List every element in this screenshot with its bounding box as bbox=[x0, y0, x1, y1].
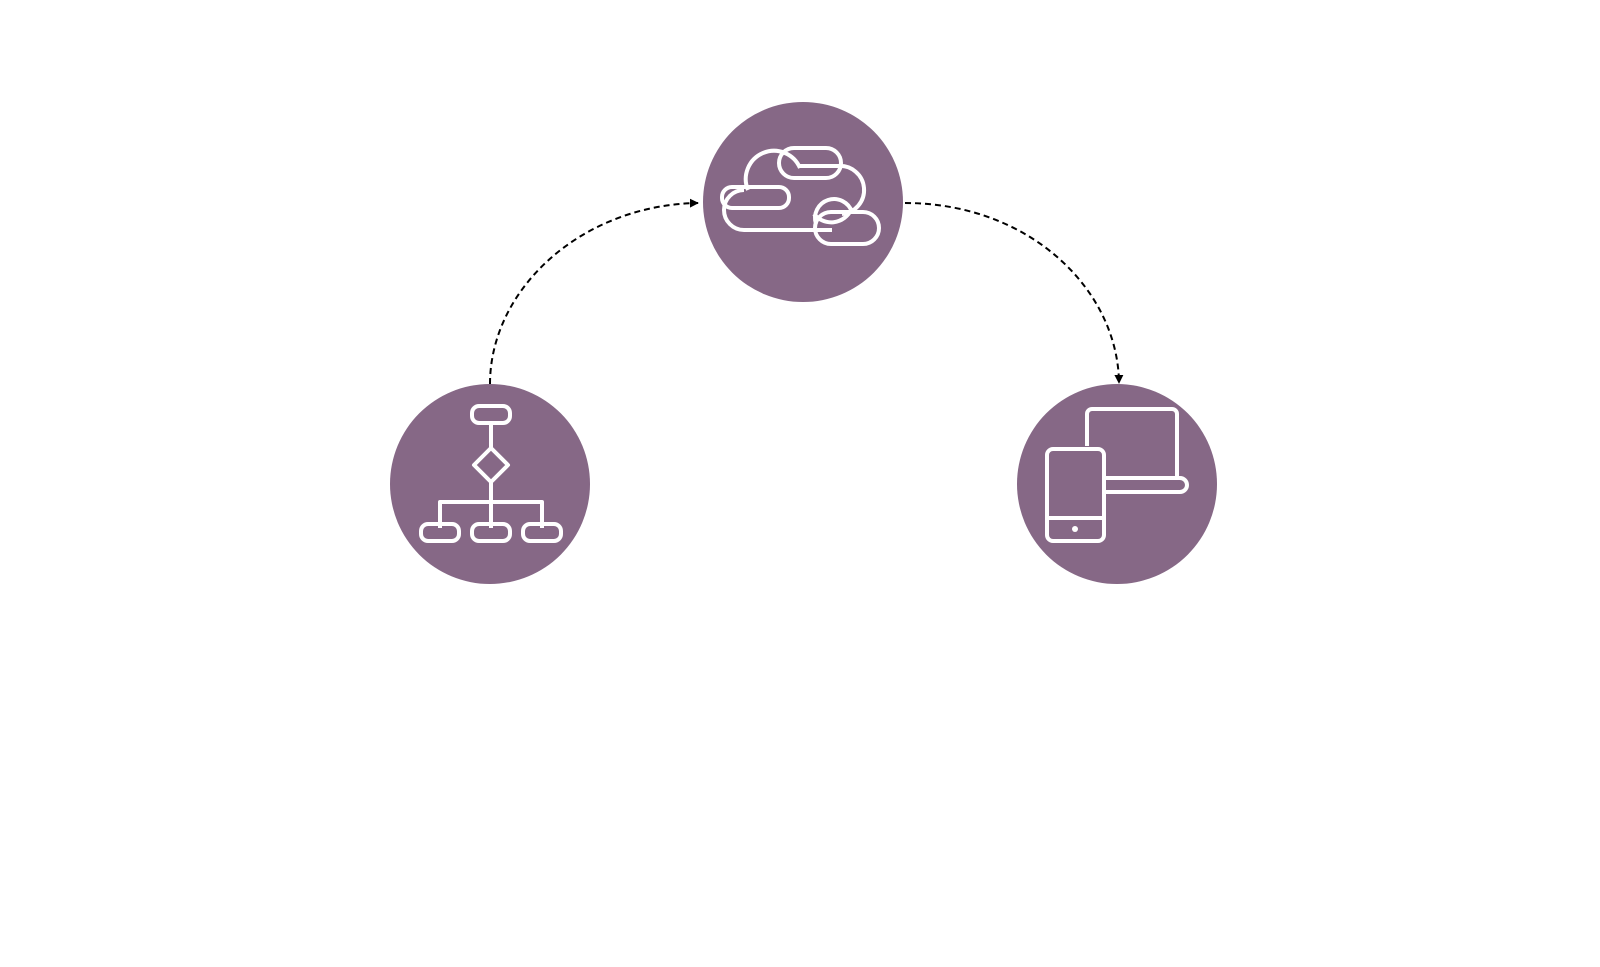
node-process[interactable] bbox=[390, 384, 590, 584]
node-cloud[interactable] bbox=[703, 102, 903, 302]
node-cloud-circle[interactable] bbox=[703, 102, 903, 302]
node-devices[interactable] bbox=[1017, 384, 1217, 584]
flowchart-icon bbox=[419, 404, 563, 543]
cloud-icon bbox=[720, 146, 881, 246]
connector-process-to-cloud[interactable] bbox=[489, 198, 699, 385]
connector-cloud-to-devices[interactable] bbox=[904, 202, 1124, 384]
devices-icon bbox=[1045, 407, 1189, 543]
node-devices-circle[interactable] bbox=[1017, 384, 1217, 584]
